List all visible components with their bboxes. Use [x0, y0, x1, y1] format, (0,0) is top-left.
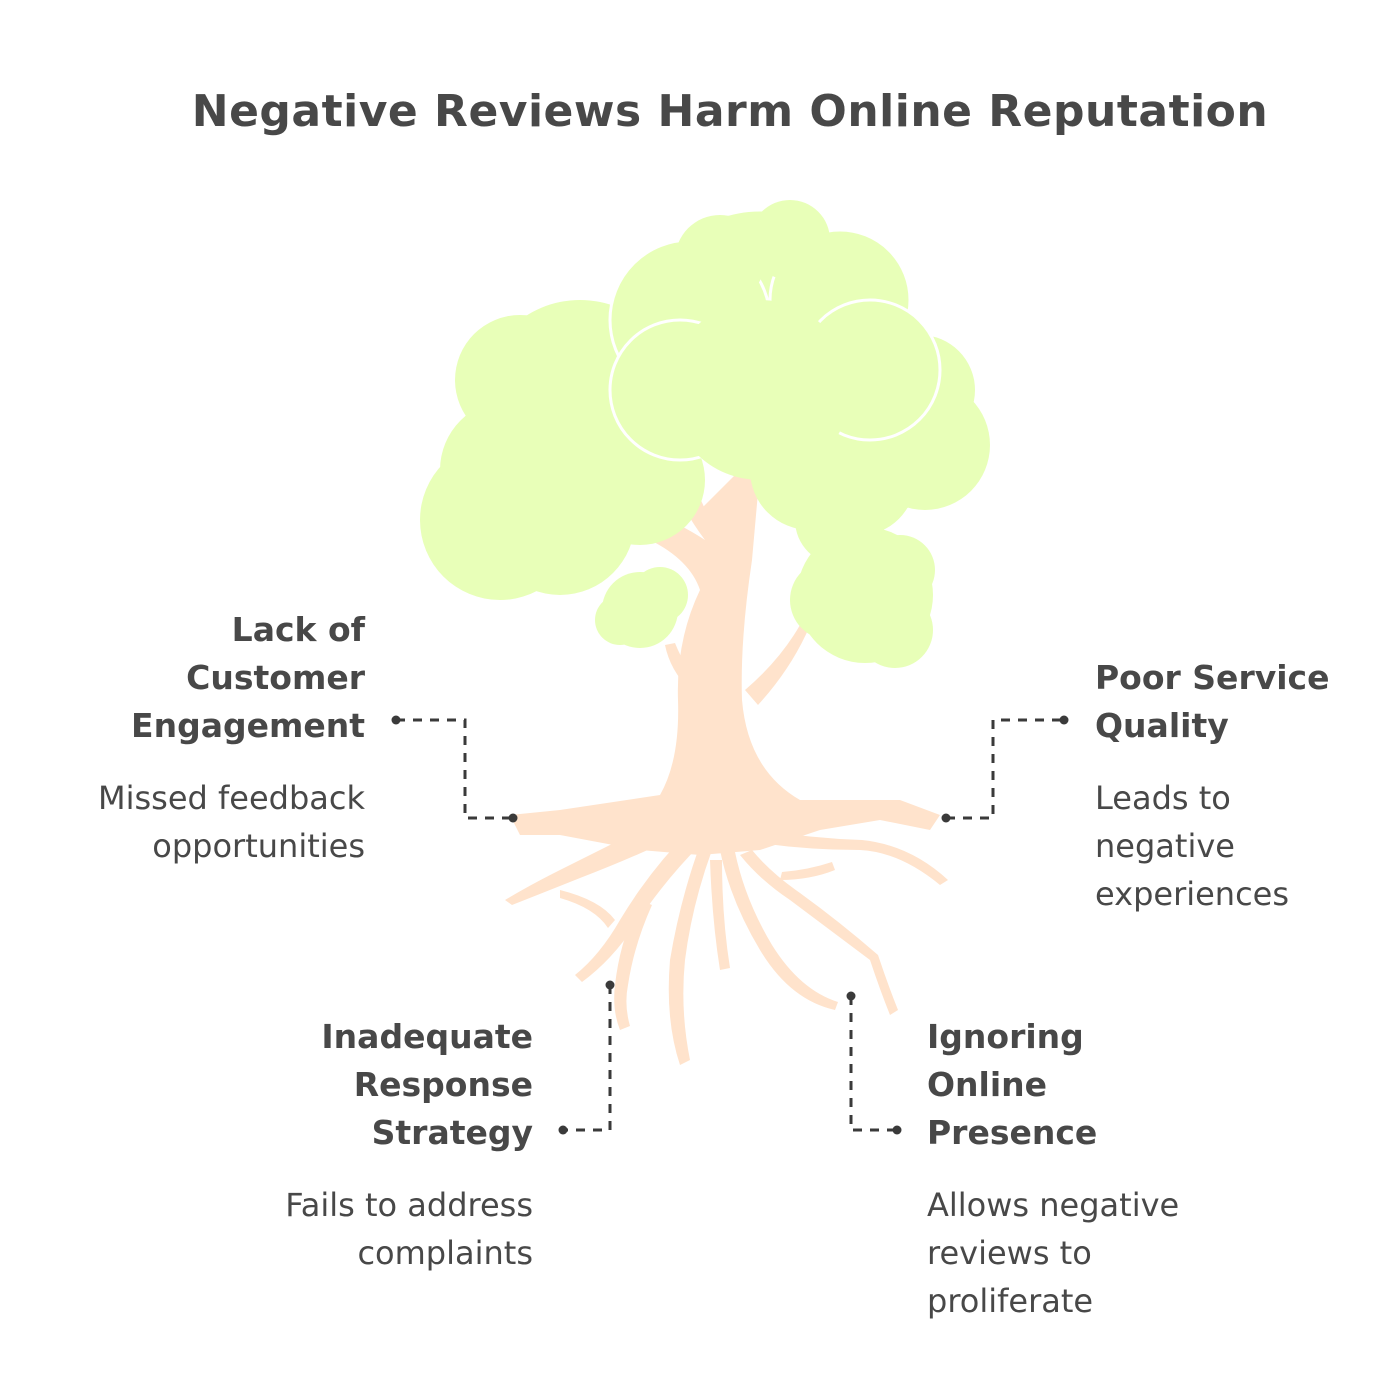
heading-line: Response — [353, 1065, 533, 1104]
description-line: experiences — [1095, 875, 1290, 913]
heading-line: Strategy — [371, 1113, 533, 1152]
heading-line: Engagement — [131, 706, 365, 745]
cause-description: Leads to negative experiences — [1095, 774, 1329, 918]
description-line: opportunities — [152, 827, 365, 865]
connector-inadequate-response-strategy — [558, 980, 615, 1135]
description-line: Allows negative — [927, 1186, 1180, 1224]
cause-poor-service-quality: Poor Service Quality Leads to negative e… — [1095, 654, 1329, 918]
heading-line: Lack of — [231, 610, 365, 649]
cause-ignoring-online-presence: Ignoring Online Presence Allows negative… — [927, 1013, 1179, 1325]
heading-line: Online — [927, 1065, 1048, 1104]
tree-trunk — [505, 470, 948, 1065]
description-line: Fails to address — [285, 1186, 533, 1224]
heading-line: Customer — [186, 658, 365, 697]
cause-lack-of-customer-engagement: Lack of Customer Engagement Missed feedb… — [98, 606, 365, 870]
cause-heading: Poor Service Quality — [1095, 654, 1329, 750]
diagram-title: Negative Reviews Harm Online Reputation — [191, 86, 1269, 137]
heading-line: Inadequate — [321, 1017, 533, 1056]
cause-description: Allows negative reviews to proliferate — [927, 1181, 1179, 1325]
cause-heading: Lack of Customer Engagement — [98, 606, 365, 750]
description-line: Missed feedback — [97, 779, 365, 817]
heading-line: Quality — [1095, 706, 1229, 745]
connector-ignoring-online-presence — [846, 991, 902, 1135]
cause-heading: Inadequate Response Strategy — [285, 1013, 533, 1157]
description-line: Leads to — [1095, 779, 1231, 817]
cause-description: Fails to address complaints — [285, 1181, 533, 1277]
cause-heading: Ignoring Online Presence — [927, 1013, 1179, 1157]
connector-lack-of-customer-engagement — [391, 715, 518, 823]
description-line: reviews to — [927, 1234, 1092, 1272]
cause-inadequate-response-strategy: Inadequate Response Strategy Fails to ad… — [285, 1013, 533, 1277]
cause-description: Missed feedback opportunities — [98, 774, 365, 870]
description-line: negative — [1095, 827, 1235, 865]
heading-line: Poor Service — [1095, 658, 1330, 697]
tree-foliage — [420, 200, 990, 668]
heading-line: Ignoring — [927, 1017, 1084, 1056]
description-line: complaints — [357, 1234, 533, 1272]
description-line: proliferate — [927, 1282, 1094, 1320]
connector-poor-service-quality — [941, 715, 1069, 823]
heading-line: Presence — [927, 1113, 1098, 1152]
